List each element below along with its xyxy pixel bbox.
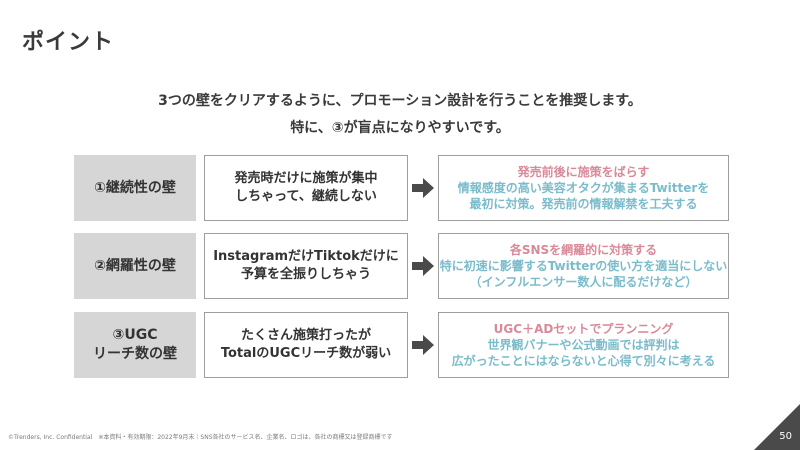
footer-disclaimer: ©Trenders, Inc. Confidential ※本資料・有効期限：2… bbox=[8, 434, 393, 441]
solution-detail: （インフルエンサー数人に配るだけなど） bbox=[469, 275, 698, 290]
issue-line: TotalのUGCリーチ数が弱い bbox=[220, 346, 392, 361]
solution-headline: UGC＋ADセットでプランニング bbox=[493, 321, 674, 336]
wall-label: ①継続性の壁 bbox=[94, 179, 176, 196]
page-number: 50 bbox=[779, 431, 792, 442]
solution-detail: 最初に対策。発売前の情報解禁を工夫する bbox=[469, 197, 698, 212]
wall-row-coverage: ②網羅性の壁 InstagramだけTiktokだけに 予算を全振りしちゃう 各… bbox=[74, 233, 729, 299]
right-arrow-icon bbox=[412, 335, 434, 355]
issue-line: 予算を全振りしちゃう bbox=[240, 267, 371, 282]
wall-label-box: ②網羅性の壁 bbox=[74, 233, 196, 299]
wall-label: ③UGC bbox=[112, 327, 158, 344]
wall-row-ugc-reach: ③UGC リーチ数の壁 たくさん施策打ったが TotalのUGCリーチ数が弱い … bbox=[74, 312, 729, 378]
solution-box: 各SNSを網羅的に対策する 特に初速に影響するTwitterの使い方を適当にしな… bbox=[438, 233, 729, 299]
solution-detail: 特に初速に影響するTwitterの使い方を適当にしない bbox=[439, 258, 728, 273]
issue-box: 発売時だけに施策が集中 しちゃって、継続しない bbox=[204, 155, 408, 221]
lead-text-line-1: 3つの壁をクリアするように、プロモーション設計を行うことを推奨します。 bbox=[158, 93, 642, 109]
solution-detail: 広がったことにはならないと心得て別々に考える bbox=[451, 354, 716, 369]
issue-box: たくさん施策打ったが TotalのUGCリーチ数が弱い bbox=[204, 312, 408, 378]
wall-label-box: ③UGC リーチ数の壁 bbox=[74, 312, 196, 378]
wall-label: ②網羅性の壁 bbox=[94, 257, 176, 274]
solution-box: 発売前後に施策をばらす 情報感度の高い美容オタクが集まるTwitterを 最初に… bbox=[438, 155, 729, 221]
issue-box: InstagramだけTiktokだけに 予算を全振りしちゃう bbox=[204, 233, 408, 299]
issue-line: 発売時だけに施策が集中 bbox=[234, 170, 378, 186]
corner-triangle bbox=[754, 404, 800, 450]
issue-line: InstagramだけTiktokだけに bbox=[213, 248, 399, 264]
solution-detail: 情報感度の高い美容オタクが集まるTwitterを bbox=[457, 180, 710, 195]
issue-line: たくさん施策打ったが bbox=[240, 327, 371, 343]
wall-label: リーチ数の壁 bbox=[93, 346, 177, 362]
right-arrow-icon bbox=[412, 256, 434, 276]
solution-detail: 世界観バナーや公式動画では評判は bbox=[487, 337, 680, 352]
issue-line: しちゃって、継続しない bbox=[235, 189, 377, 204]
right-arrow-icon bbox=[412, 178, 434, 198]
page-title: ポイント bbox=[22, 30, 115, 55]
solution-box: UGC＋ADセットでプランニング 世界観バナーや公式動画では評判は 広がったこと… bbox=[438, 312, 729, 378]
wall-row-continuity: ①継続性の壁 発売時だけに施策が集中 しちゃって、継続しない 発売前後に施策をば… bbox=[74, 155, 729, 221]
wall-label-box: ①継続性の壁 bbox=[74, 155, 196, 221]
solution-headline: 各SNSを網羅的に対策する bbox=[509, 242, 658, 257]
lead-text-line-2: 特に、③が盲点になりやすいです。 bbox=[290, 120, 510, 136]
solution-headline: 発売前後に施策をばらす bbox=[517, 164, 650, 179]
